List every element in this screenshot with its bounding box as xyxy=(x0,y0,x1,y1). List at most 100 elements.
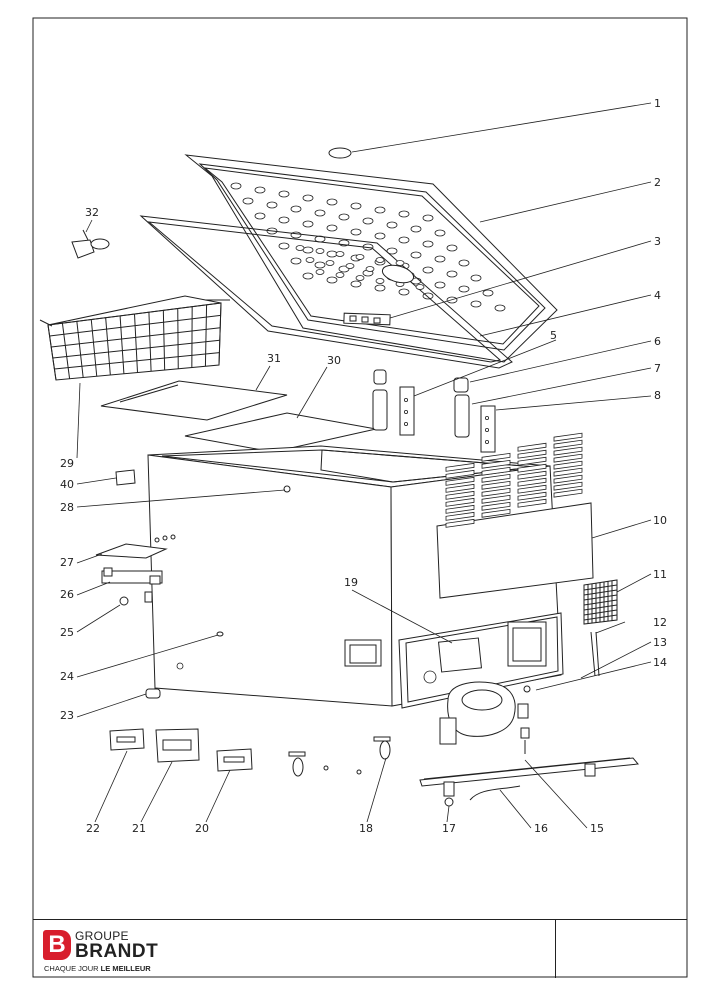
callout-18: 18 xyxy=(359,822,373,835)
grille-slot xyxy=(481,508,511,518)
callout-17: 17 xyxy=(442,822,456,835)
callout-20: 20 xyxy=(195,822,209,835)
callout-4: 4 xyxy=(654,289,661,302)
gasket-hole xyxy=(375,257,385,263)
grille-slot xyxy=(553,467,583,477)
callout-12: 12 xyxy=(653,616,667,629)
grille-slot xyxy=(553,460,583,470)
callout-30: 30 xyxy=(327,354,341,367)
part-base-plate xyxy=(419,757,639,807)
lid-hole xyxy=(350,228,362,236)
page-border xyxy=(32,17,688,978)
lid-hole xyxy=(386,221,398,229)
lid-hole xyxy=(302,272,314,280)
lid-hole xyxy=(374,206,386,214)
grille-slot xyxy=(445,469,475,479)
part-key xyxy=(71,229,110,259)
basket-wire xyxy=(177,308,179,369)
grille-slot xyxy=(481,459,511,469)
basket-wire xyxy=(52,339,220,359)
lid-hole xyxy=(482,289,494,297)
gasket-hole xyxy=(335,272,345,278)
grille-slot xyxy=(517,463,547,473)
grille-slot xyxy=(445,490,475,500)
lid-hole xyxy=(278,190,290,198)
lid-hole xyxy=(278,216,290,224)
gasket-hole xyxy=(305,257,315,263)
lid-hole xyxy=(254,186,266,194)
callout-16: 16 xyxy=(534,822,548,835)
basket-wire xyxy=(61,323,71,379)
title-block-divider xyxy=(555,920,556,978)
basket-wire xyxy=(134,313,138,373)
gasket-inner-holes xyxy=(295,245,425,290)
grille-slot xyxy=(553,439,583,449)
lid-hole xyxy=(410,225,422,233)
callout-11: 11 xyxy=(653,568,667,581)
lid-hole xyxy=(458,259,470,267)
gasket-hole xyxy=(365,266,375,272)
grille-slot xyxy=(517,470,547,480)
brand-line-2: BRANDT xyxy=(75,941,159,962)
callout-19: 19 xyxy=(344,576,358,589)
gasket-hole xyxy=(375,278,385,284)
lid-hole xyxy=(398,236,410,244)
grille-slot xyxy=(481,452,511,462)
grille-slot xyxy=(445,511,475,521)
lid-hole xyxy=(446,244,458,252)
grille-slot xyxy=(481,494,511,504)
part-lid xyxy=(184,154,558,363)
grille-slot xyxy=(553,453,583,463)
gasket-hole xyxy=(345,263,355,269)
grille-slot xyxy=(553,432,583,442)
brand-tagline: CHAQUE JOUR LE MEILLEUR xyxy=(44,964,151,973)
callout-24: 24 xyxy=(60,670,74,683)
grille-slot xyxy=(517,491,547,501)
basket-wire xyxy=(90,319,98,377)
gasket-hole xyxy=(315,248,325,254)
callout-22: 22 xyxy=(86,822,100,835)
grille-slot xyxy=(445,497,475,507)
callout-23: 23 xyxy=(60,709,74,722)
lid-hole xyxy=(254,212,266,220)
lid-hole xyxy=(458,285,470,293)
lid-hole xyxy=(410,251,422,259)
callout-13: 13 xyxy=(653,636,667,649)
lid-hole xyxy=(362,217,374,225)
lid-hole xyxy=(422,266,434,274)
grille-slot xyxy=(481,480,511,490)
lid-hole xyxy=(374,284,386,292)
gasket-hole xyxy=(295,245,305,251)
basket-wire xyxy=(47,324,57,381)
lid-hole xyxy=(302,194,314,202)
callout-numbers: 1 2 3 4 5 6 7 8 10 11 12 13 14 15 16 17 … xyxy=(60,97,667,835)
grille-slot xyxy=(481,473,511,483)
basket-wire xyxy=(119,315,125,374)
callout-31: 31 xyxy=(267,352,281,365)
leader-lines xyxy=(76,102,652,829)
part-shelf-small xyxy=(100,380,288,421)
lid-hole xyxy=(314,209,326,217)
lid-hole xyxy=(434,255,446,263)
grille-slot xyxy=(517,449,547,459)
lid-hole xyxy=(470,274,482,282)
lid-hole xyxy=(398,288,410,296)
lid-hole xyxy=(314,261,326,269)
callout-14: 14 xyxy=(653,656,667,669)
callout-27: 27 xyxy=(60,556,74,569)
grille-slot xyxy=(517,477,547,487)
grille-slot xyxy=(517,456,547,466)
title-block: B GROUPE BRANDT CHAQUE JOUR LE MEILLEUR xyxy=(33,919,687,978)
gasket-hole xyxy=(415,284,425,290)
lid-hole xyxy=(230,182,242,190)
lid-hole xyxy=(350,280,362,288)
part-castors xyxy=(288,736,391,777)
grille-slot xyxy=(445,504,475,514)
grille-slot xyxy=(553,488,583,498)
grille-slot xyxy=(553,481,583,491)
lid-hole xyxy=(290,205,302,213)
basket-wire xyxy=(49,314,221,337)
grille-slot xyxy=(445,462,475,472)
callout-10: 10 xyxy=(653,514,667,527)
